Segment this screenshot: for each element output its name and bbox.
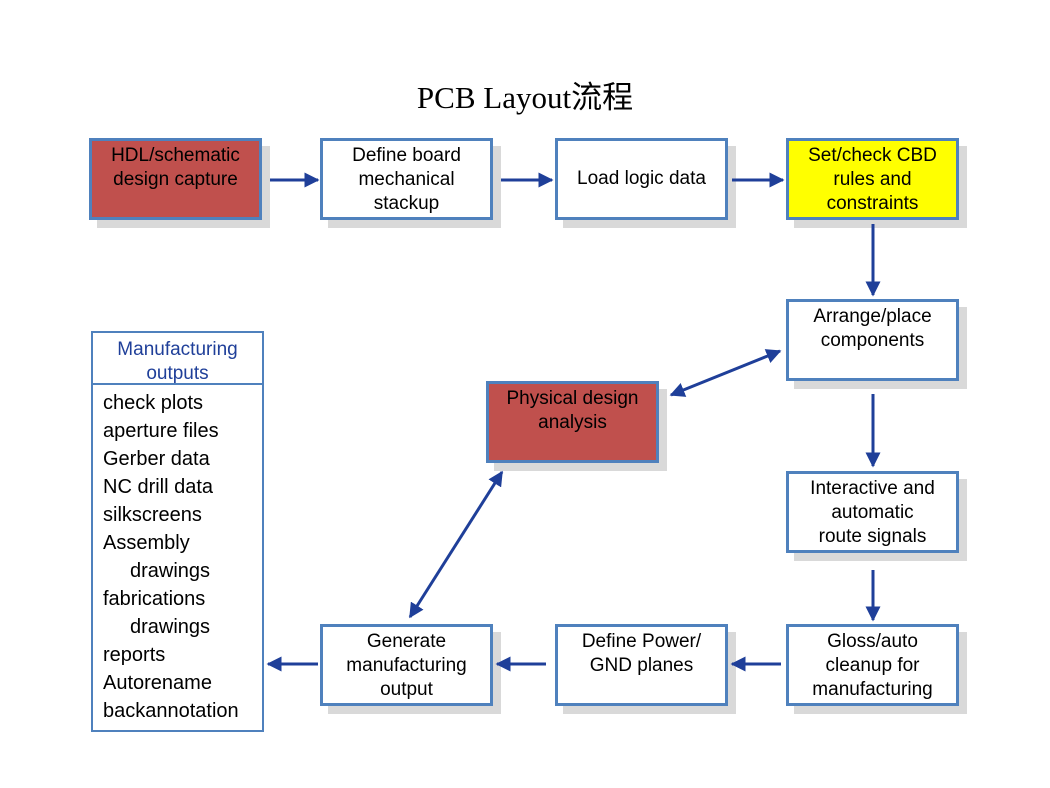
node-hdl-capture: HDL/schematic design capture	[89, 138, 262, 220]
node-define-board: Define board mechanical stackup	[320, 138, 493, 220]
list-item: drawings	[130, 616, 211, 638]
node-define-power: Define Power/ GND planes	[555, 624, 728, 706]
node-gloss-cleanup: Gloss/auto cleanup for manufacturing	[786, 624, 959, 706]
list-item: silkscreens	[103, 504, 202, 526]
arrow-arrange-physical-bidirectional	[669, 349, 782, 397]
node-set-check-rules: Set/check CBD rules and constraints	[786, 138, 959, 220]
node-load-logic: Load logic data	[555, 138, 728, 220]
node-interactive-route: Interactive and automatic route signals	[786, 471, 959, 553]
node-physical-analysis: Physical design analysis	[486, 381, 659, 463]
list-item: NC drill data	[103, 476, 214, 498]
node-generate-output: Generate manufacturing output	[320, 624, 493, 706]
arrow-physical-generate-bidirectional	[408, 470, 504, 619]
list-item: check plots	[103, 392, 204, 414]
manufacturing-outputs-list: check plots aperture files Gerber data N…	[93, 385, 262, 725]
list-item: Assembly	[103, 532, 190, 554]
diagram-title: PCB Layout流程	[416, 80, 634, 115]
manufacturing-outputs-panel: Manufacturing outputs check plots apertu…	[91, 331, 264, 732]
list-item: backannotation	[103, 700, 239, 722]
list-item: Autorename	[103, 672, 212, 694]
manufacturing-outputs-header: Manufacturing outputs	[93, 333, 262, 385]
list-item: reports	[103, 644, 166, 666]
list-item: Gerber data	[103, 448, 210, 470]
list-item: aperture files	[103, 420, 219, 442]
list-item: fabrications	[103, 588, 206, 610]
node-arrange-place: Arrange/place components	[786, 299, 959, 381]
list-item: drawings	[130, 560, 211, 582]
